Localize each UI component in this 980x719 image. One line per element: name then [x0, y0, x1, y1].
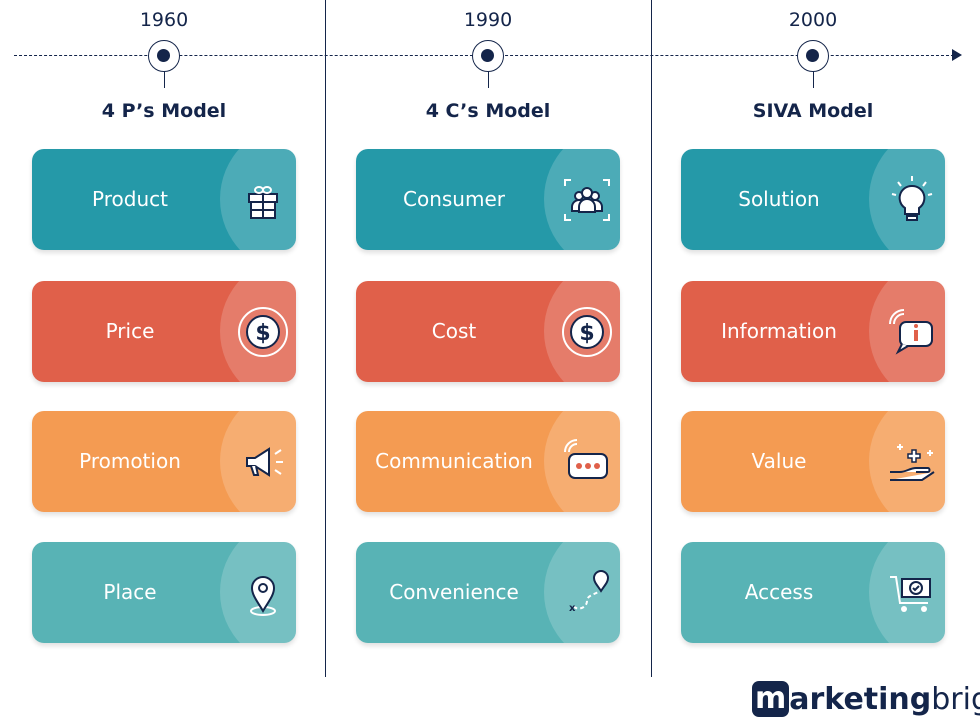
card-solution: Solution — [681, 149, 945, 250]
hand-plus-icon — [890, 444, 935, 481]
svg-text:$: $ — [255, 321, 270, 346]
gift-icon — [248, 186, 278, 219]
model-title: SIVA Model — [752, 100, 874, 122]
card-information: Information — [681, 281, 945, 382]
lightbulb-icon — [891, 176, 933, 221]
card-label: Consumer — [403, 187, 505, 211]
card-label: Promotion — [79, 449, 181, 473]
marketingbright-logo: marketingbright — [752, 681, 980, 717]
timeline-node-icon — [472, 40, 504, 72]
timeline-node-icon — [797, 40, 829, 72]
timeline-node-icon — [148, 40, 180, 72]
card-access: Access — [681, 542, 945, 643]
dollar-coin-icon: $ — [562, 307, 612, 357]
location-pin-icon — [250, 576, 276, 616]
megaphone-icon — [246, 447, 283, 477]
icon-backdrop — [544, 542, 620, 643]
card-cost: Cost $ — [356, 281, 620, 382]
year-label: 1960 — [139, 9, 189, 31]
card-label: Information — [721, 319, 837, 343]
timeline-stem — [488, 71, 489, 88]
card-place: Place — [32, 542, 296, 643]
dollar-coin-icon: $ — [238, 307, 288, 357]
card-label: Value — [751, 449, 807, 473]
card-consumer: Consumer — [356, 149, 620, 250]
cart-icon — [890, 576, 931, 612]
year-label: 2000 — [788, 9, 838, 31]
timeline-stem — [813, 71, 814, 88]
info-icon — [889, 309, 933, 355]
card-label: Product — [92, 187, 168, 211]
card-label: Convenience — [389, 580, 519, 604]
timeline-arrow-icon — [952, 49, 962, 61]
route-icon: x — [569, 570, 610, 614]
card-product: Product — [32, 149, 296, 250]
timeline-stem — [164, 71, 165, 88]
year-label: 1990 — [463, 9, 513, 31]
card-label: Communication — [375, 449, 533, 473]
model-title: 4 C’s Model — [425, 100, 551, 122]
card-value: Value — [681, 411, 945, 512]
column-divider — [325, 0, 326, 677]
card-price: Price $ — [32, 281, 296, 382]
chat-bubble-icon — [564, 439, 608, 479]
column-divider — [651, 0, 652, 677]
card-label: Solution — [738, 187, 820, 211]
group-icon — [564, 179, 610, 221]
svg-text:$: $ — [579, 321, 594, 346]
card-label: Access — [744, 580, 814, 604]
svg-text:x: x — [569, 603, 576, 614]
card-promotion: Promotion — [32, 411, 296, 512]
card-convenience: Convenience x — [356, 542, 620, 643]
card-label: Place — [103, 580, 157, 604]
card-communication: Communication — [356, 411, 620, 512]
icon-backdrop — [869, 411, 945, 512]
model-title: 4 P’s Model — [101, 100, 227, 122]
card-label: Price — [105, 319, 155, 343]
card-label: Cost — [431, 319, 477, 343]
